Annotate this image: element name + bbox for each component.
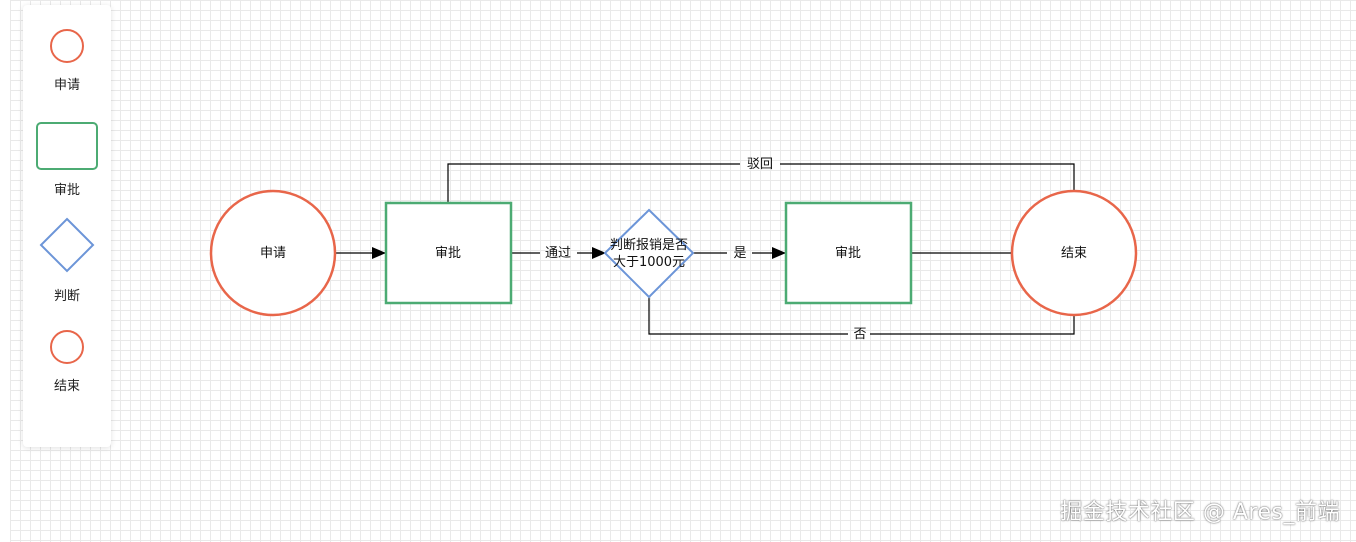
node-label-end: 结束 xyxy=(1061,246,1087,261)
node-label-start: 申请 xyxy=(260,246,286,261)
approve-node-rect xyxy=(784,201,913,305)
palette-item-start[interactable]: 申请 xyxy=(23,27,111,97)
palette-label-approval: 审批 xyxy=(53,183,80,198)
palette-item-approval[interactable]: 审批 xyxy=(23,120,111,200)
edge-reject-b[interactable] xyxy=(780,163,1075,190)
palette-label-decision: 判断 xyxy=(53,289,80,304)
node-decision[interactable]: 判断报销是否 大于1000元 xyxy=(603,208,695,299)
end-node-circle xyxy=(1010,189,1138,317)
palette-label-start: 申请 xyxy=(53,78,80,93)
edge-decision-no-b[interactable] xyxy=(870,316,1075,335)
edge-decision-no-a[interactable] xyxy=(648,297,848,335)
approval-rect-icon xyxy=(36,122,98,170)
palette-label-end: 结束 xyxy=(53,379,80,394)
start-circle-icon xyxy=(50,29,84,63)
palette-item-end[interactable]: 结束 xyxy=(23,328,111,398)
node-label-decision-line1: 判断报销是否 xyxy=(610,238,688,253)
end-circle-icon xyxy=(50,330,84,364)
node-label-approve-1: 审批 xyxy=(435,246,461,261)
decision-node-diamond xyxy=(603,208,695,299)
node-label-decision-line2: 大于1000元 xyxy=(613,255,685,270)
edge-label-yes: 是 xyxy=(733,246,746,261)
node-approve-2[interactable]: 审批 xyxy=(784,201,913,305)
watermark-text: 掘金技术社区 @ Ares_前端 xyxy=(1060,500,1340,525)
approve-node-rect xyxy=(384,201,513,305)
edge-label-pass: 通过 xyxy=(545,246,571,261)
node-start[interactable]: 申请 xyxy=(209,189,337,317)
edge-reject-a[interactable] xyxy=(447,163,740,203)
palette-item-decision[interactable]: 判断 xyxy=(23,217,111,304)
node-palette: 申请 审批 判断 结束 xyxy=(23,5,111,447)
edge-label-reject: 驳回 xyxy=(747,157,773,172)
node-label-approve-2: 审批 xyxy=(835,246,861,261)
node-approve-1[interactable]: 审批 xyxy=(384,201,513,305)
node-end[interactable]: 结束 xyxy=(1010,189,1138,317)
start-node-circle xyxy=(209,189,337,317)
decision-diamond-icon xyxy=(39,217,95,273)
edge-label-no: 否 xyxy=(853,327,866,342)
